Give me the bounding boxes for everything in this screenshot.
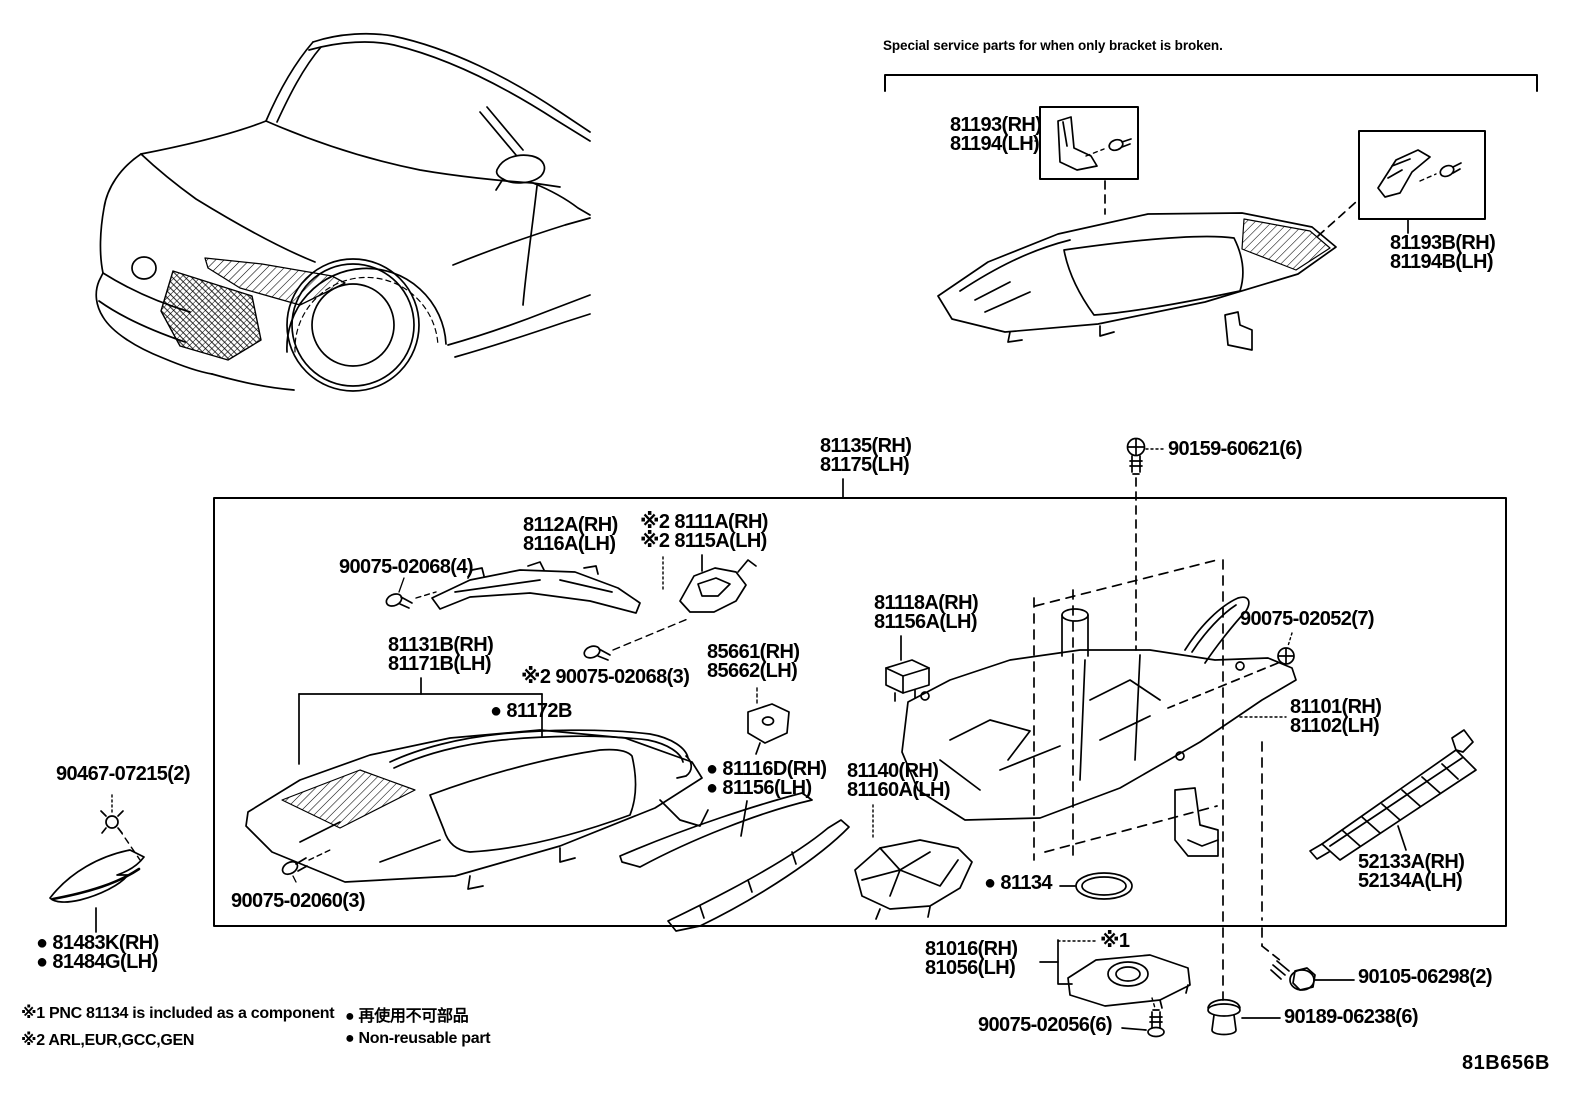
label-bracket-81193b: 81193B(RH) 81194B(LH) [1390,232,1496,273]
label-protector-85661: 85661(RH) 85662(LH) [707,641,800,682]
part-number: ● 81116D(RH) [706,758,827,780]
headlamp-unit-81131b-drawing [245,729,709,890]
label-bracket-8111a: ※2 8111A(RH) ※2 8115A(LH) [640,511,768,552]
screw-90075-02056-icon [1121,997,1165,1038]
screw-90075-02060-icon [281,848,333,883]
grommet-90189-icon [1207,998,1281,1036]
part-number: 81135(RH) [820,435,912,457]
label-seal-81483k: ● 81483K(RH) ● 81484G(LH) [36,932,159,973]
label-retainer-8112a: 8112A(RH) 8116A(LH) [523,514,618,555]
label-note-ref1: ※1 [1100,930,1130,952]
label-bracket-81193: 81193(RH) 81194(LH) [950,114,1042,155]
label-gasket-81134: ● 81134 [984,872,1053,894]
label-headlamp-assy: 81135(RH) 81175(LH) [820,435,912,476]
screw-90075-02068-3-icon [583,617,691,661]
gasket-81134-drawing [1059,872,1133,900]
label-unit-81140: 81140(RH) 81160A(LH) [847,760,951,801]
part-number: 81156A(LH) [874,611,978,633]
legend-note-2: ※2 ARL,EUR,GCC,GEN [21,1032,195,1049]
part-number: 81118A(RH) [874,592,979,614]
part-number: ● 81483K(RH) [36,932,159,954]
screw-90075-02052-icon [1167,632,1295,709]
part-number: ※2 8111A(RH) [640,511,768,533]
section-bracket-line [884,74,1538,92]
part-number: 81140(RH) [847,760,939,782]
label-screw-90075-02068-4: 90075-02068(4) [339,556,474,578]
part-number: 52134A(LH) [1358,870,1463,892]
leader-81131b [298,677,543,765]
legend-note-1: ※1 PNC 81134 is included as a component [21,1005,335,1022]
clip-90467-icon [100,794,141,861]
screw-90075-02068-4-icon [385,577,437,609]
special-service-section [884,74,1538,351]
construction-dashed-lines [1033,559,1282,1001]
part-number: 81193(RH) [950,114,1042,136]
part-number: 81101(RH) [1290,696,1382,718]
part-number: 81194B(LH) [1390,251,1494,273]
part-number: 81194(LH) [950,133,1040,155]
label-unit-81131b: 81131B(RH) 81171B(LH) [388,634,494,675]
car-front-three-quarter-drawing [95,32,591,392]
label-screw-90075-02060: 90075-02060(3) [231,890,366,912]
label-grommet-90189: 90189-06238(6) [1284,1006,1419,1028]
bracket-81193-box [1039,106,1139,180]
part-number: 81171B(LH) [388,653,492,675]
label-computer-81016: 81016(RH) 81056(LH) [925,938,1018,979]
part-number: 81193B(RH) [1390,232,1496,254]
headlamp-assembly-special-drawing [937,212,1337,351]
part-number: 85662(LH) [707,660,798,682]
headlamp-body-81101-drawing [901,596,1297,857]
cover-81116d-drawing [619,792,850,932]
part-number: 81175(LH) [820,454,910,476]
special-service-title: Special service parts for when only brac… [883,38,1223,53]
part-number: 81160A(LH) [847,779,951,801]
label-bracket-81118a: 81118A(RH) 81156A(LH) [874,592,979,633]
label-bracket-52133a: 52133A(RH) 52134A(LH) [1358,851,1465,892]
protector-85661-drawing [747,687,790,755]
label-screw-90159: 90159-60621(6) [1168,438,1303,460]
unit-81140-drawing [854,804,973,920]
part-number: 52133A(RH) [1358,851,1465,873]
part-number: ● 81484G(LH) [36,951,158,973]
car-mirror [495,154,546,184]
legend-nonreusable-jp: ● 再使用不可部品 [345,1008,469,1025]
main-parts-box [213,497,1507,927]
part-number: 81016(RH) [925,938,1018,960]
part-number: 81056(LH) [925,957,1016,979]
retainer-8112a-drawing [431,561,641,614]
part-number: 8112A(RH) [523,514,618,536]
part-number: ※2 8115A(LH) [640,530,767,552]
label-cord-81172b: ● 81172B [490,700,572,722]
computer-81016-drawing [1039,939,1191,1009]
label-screw-90075-02056: 90075-02056(6) [978,1014,1113,1036]
part-number: 8116A(LH) [523,533,616,555]
bracket-52133a-drawing [1309,729,1477,861]
label-screw-90075-02052: 90075-02052(7) [1240,608,1375,630]
part-number: ● 81156(LH) [706,777,812,799]
label-body-81101: 81101(RH) 81102(LH) [1290,696,1382,737]
legend-nonreusable-en: ● Non-reusable part [345,1030,491,1047]
bracket-81193b-box [1358,130,1486,220]
bracket-8111a-drawing [679,554,757,613]
screw-90159-icon [1126,437,1165,475]
bolt-90105-icon [1270,960,1355,991]
diagram-code: 81B656B [1462,1052,1551,1074]
part-number: 81131B(RH) [388,634,494,656]
seal-81483k-drawing [49,849,145,933]
part-number: 81102(LH) [1290,715,1380,737]
label-screw-90075-02068-3: ※2 90075-02068(3) [521,666,690,688]
part-number: 85661(RH) [707,641,800,663]
label-clip-90467: 90467-07215(2) [56,763,191,785]
label-cover-81116d: ● 81116D(RH) ● 81156(LH) [706,758,827,799]
bracket-81118a-drawing [885,635,930,702]
label-bolt-90105: 90105-06298(2) [1358,966,1493,988]
